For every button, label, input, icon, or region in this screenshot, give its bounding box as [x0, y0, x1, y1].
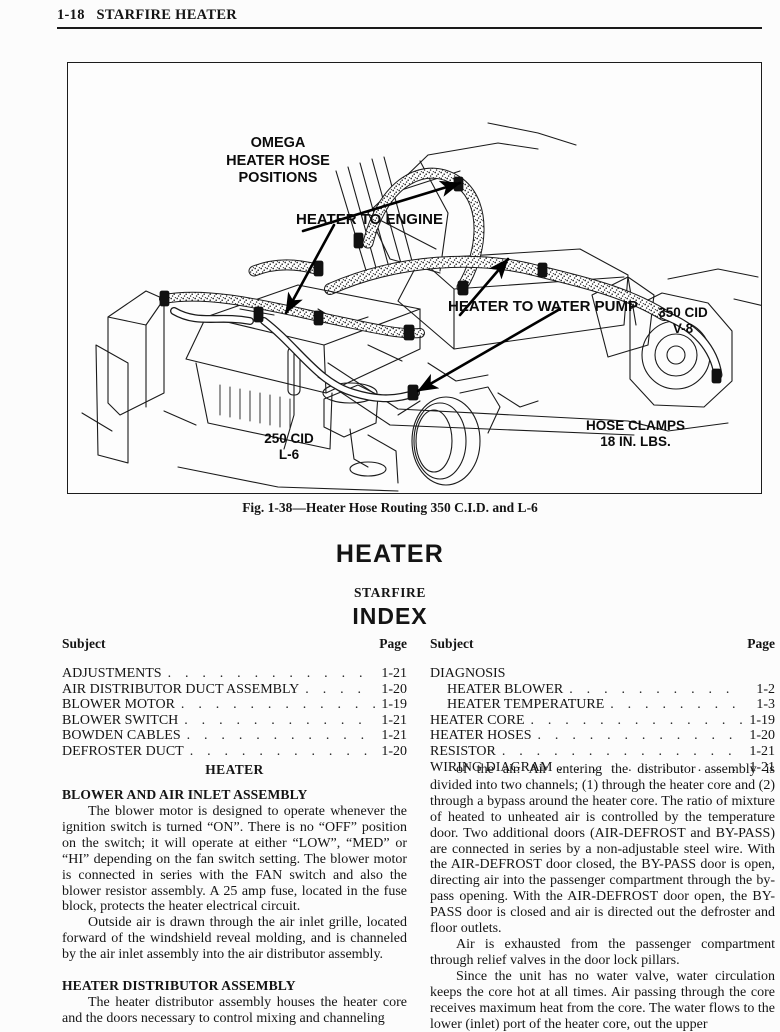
index-header-right: Subject Page: [430, 636, 775, 656]
index-row[interactable]: HEATER TEMPERATURE . . . . . . . . . . . …: [430, 697, 775, 713]
index-row-leader-dots: . . . . . . . . . . . . . . . . . . . . …: [558, 759, 744, 775]
leader-heater-to-engine: [301, 180, 462, 233]
leader-heater-to-water-pump-upper: [458, 257, 510, 317]
l6-engine-group: [81, 284, 501, 492]
index-row-leader-dots: . . . . . . . . . . . . . . . . . . . . …: [186, 728, 375, 744]
figure-label-heater-to-water-pump: HEATER TO WATER PUMP: [448, 298, 639, 315]
index-row-leader-dots: . . . . . . . . . . . . . . . . . . . . …: [167, 666, 375, 681]
index-row-page: 1-21: [381, 666, 407, 681]
figure-label-omega-heater-hose-positions: OMEGA HEATER HOSE POSITIONS: [226, 135, 330, 187]
index-row-subject: HEATER HOSES: [430, 728, 532, 744]
index-row[interactable]: AIR DISTRIBUTOR DUCT ASSEMBLY . . . . . .…: [62, 682, 407, 698]
index-column-left: Subject Page ADJUSTMENTS . . . . . . . . …: [62, 636, 407, 760]
page-header: 1-18 STARFIRE HEATER: [0, 0, 780, 30]
index-row-leader-dots: . . . . . . . . . . . . . . . . . . . . …: [189, 743, 375, 759]
index-row[interactable]: ADJUSTMENTS . . . . . . . . . . . . . . .…: [62, 666, 407, 682]
index-page-header: Page: [747, 636, 775, 651]
index-row-subject: HEATER TEMPERATURE: [447, 697, 605, 713]
paragraph-blower-2: Outside air is drawn through the air inl…: [62, 915, 407, 963]
page-title: HEATER: [335, 540, 445, 568]
index-row-subject: BOWDEN CABLES: [62, 728, 181, 744]
body-column-right: of the air. Air entering the distributor…: [430, 762, 775, 1032]
index-row-leader-dots: . . . . . . . . . . . . . . . . . . . . …: [537, 728, 743, 744]
index-row[interactable]: BLOWER SWITCH . . . . . . . . . . . . . .…: [62, 713, 407, 729]
index-row-page: 1-21: [381, 712, 407, 728]
figure-caption: Fig. 1-38—Heater Hose Routing 350 C.I.D.…: [242, 500, 538, 515]
index-rows-right: DIAGNOSIS . . . . . . . . . . . . . . . .…: [430, 666, 775, 775]
v8-engine-group: [239, 122, 761, 436]
index-page-header: Page: [379, 636, 407, 651]
figure-label-heater-to-engine: HEATER TO ENGINE: [296, 211, 443, 228]
index-row[interactable]: HEATER CORE . . . . . . . . . . . . . . .…: [430, 713, 775, 729]
index-row-page: 1-21: [749, 743, 775, 759]
body-column-left: HEATER BLOWER AND AIR INLET ASSEMBLY The…: [62, 762, 407, 1027]
index-row[interactable]: RESISTOR . . . . . . . . . . . . . . . . …: [430, 744, 775, 760]
index-row-subject: HEATER BLOWER: [447, 681, 564, 697]
index-subject-header: Subject: [430, 636, 474, 651]
index-row[interactable]: HEATER BLOWER . . . . . . . . . . . . . .…: [430, 682, 775, 698]
index-row[interactable]: DIAGNOSIS. . . . . . . . . . . . . . . .…: [430, 666, 775, 682]
index-row-page: 1-19: [381, 697, 407, 713]
figure-label-hose-clamps: HOSE CLAMPS 18 IN. LBS.: [585, 418, 685, 450]
figure-1-38: OMEGA HEATER HOSE POSITIONS HEATER TO EN…: [67, 62, 762, 494]
heater-hose-routing-illustration: [81, 122, 761, 492]
figure-label-350-cid-v8: 350 CID V-8: [658, 305, 708, 337]
paragraph-blower-1: The blower motor is designed to operate …: [62, 804, 407, 915]
index-row-subject: DIAGNOSIS: [430, 666, 506, 681]
index-header-left: Subject Page: [62, 636, 407, 656]
index-title: INDEX: [352, 603, 428, 629]
leader-heater-to-water-pump-lower: [416, 307, 562, 393]
index-row-subject: RESISTOR: [430, 743, 496, 759]
index-row-page: 1-19: [749, 712, 775, 728]
index-row-leader-dots: . . . . . . . . . . . . . . . . . . . . …: [305, 681, 375, 697]
index-row-page: 1-3: [756, 697, 775, 713]
index-column-right: Subject Page DIAGNOSIS . . . . . . . . . …: [430, 636, 775, 775]
leader-heater-to-engine-lower: [284, 223, 336, 315]
paragraph-air-flow-2: Air is exhausted from the passenger comp…: [430, 936, 775, 968]
index-row-page: 1-2: [756, 681, 775, 697]
index-row-subject: DEFROSTER DUCT: [62, 743, 184, 759]
index-row-leader-dots: . . . . . . . . . . . . . . . . . . . . …: [501, 743, 743, 759]
index-rows-left: ADJUSTMENTS . . . . . . . . . . . . . . .…: [62, 666, 407, 760]
index-row-subject: BLOWER MOTOR: [62, 697, 175, 713]
index-row-leader-dots: . . . . . . . . . . . . . . . . . . . . …: [530, 712, 744, 728]
paragraph-air-flow-1: of the air. Air entering the distributor…: [430, 762, 775, 937]
index-subject-header: Subject: [62, 636, 106, 651]
index-row-leader-dots: . . . . . . . . . . . . . . . . . . . . …: [184, 712, 375, 728]
paragraph-spacer: [62, 963, 407, 978]
paragraph-water-flow-1: Since the unit has no water valve, water…: [430, 968, 775, 1032]
index-row-page: 1-20: [381, 743, 407, 759]
index-row-subject: HEATER CORE: [430, 712, 525, 728]
index-row-leader-dots: . . . . . . . . . . . . . . . . . . . . …: [610, 697, 743, 713]
index-row[interactable]: BLOWER MOTOR . . . . . . . . . . . . . . …: [62, 697, 407, 713]
model-subtitle: STARFIRE: [353, 585, 427, 600]
index-row[interactable]: HEATER HOSES . . . . . . . . . . . . . . …: [430, 728, 775, 744]
index-row-page: 1-21: [749, 759, 775, 775]
index-row-leader-dots: . . . . . . . . . . . . . . . . . . . . …: [569, 681, 743, 697]
index-row[interactable]: DEFROSTER DUCT . . . . . . . . . . . . . …: [62, 744, 407, 760]
index-row-page: 1-20: [749, 728, 775, 744]
index-row-page: 1-20: [381, 681, 407, 697]
index-row-subject: ADJUSTMENTS: [62, 666, 162, 681]
index-row[interactable]: WIRING DIAGRAM . . . . . . . . . . . . . …: [430, 760, 775, 776]
index-row-page: 1-21: [381, 728, 407, 744]
index-row-subject: AIR DISTRIBUTOR DUCT ASSEMBLY: [62, 681, 300, 697]
index-row-subject: BLOWER SWITCH: [62, 712, 179, 728]
body-section-title-heater: HEATER: [205, 762, 264, 777]
index-row[interactable]: BOWDEN CABLES . . . . . . . . . . . . . .…: [62, 728, 407, 744]
paragraph-distributor-1: The heater distributor assembly houses t…: [62, 995, 407, 1026]
subhead-blower-and-air-inlet-assembly: BLOWER AND AIR INLET ASSEMBLY: [62, 787, 308, 802]
index-row-subject: WIRING DIAGRAM: [430, 759, 553, 775]
figure-label-250-cid-l6: 250 CID L-6: [264, 431, 314, 463]
subhead-heater-distributor-assembly: HEATER DISTRIBUTOR ASSEMBLY: [62, 978, 296, 994]
page-folio: 1-18 STARFIRE HEATER: [57, 7, 238, 23]
header-rule: [57, 27, 762, 30]
index-row-leader-dots: . . . . . . . . . . . . . . . . . . . . …: [180, 697, 375, 713]
